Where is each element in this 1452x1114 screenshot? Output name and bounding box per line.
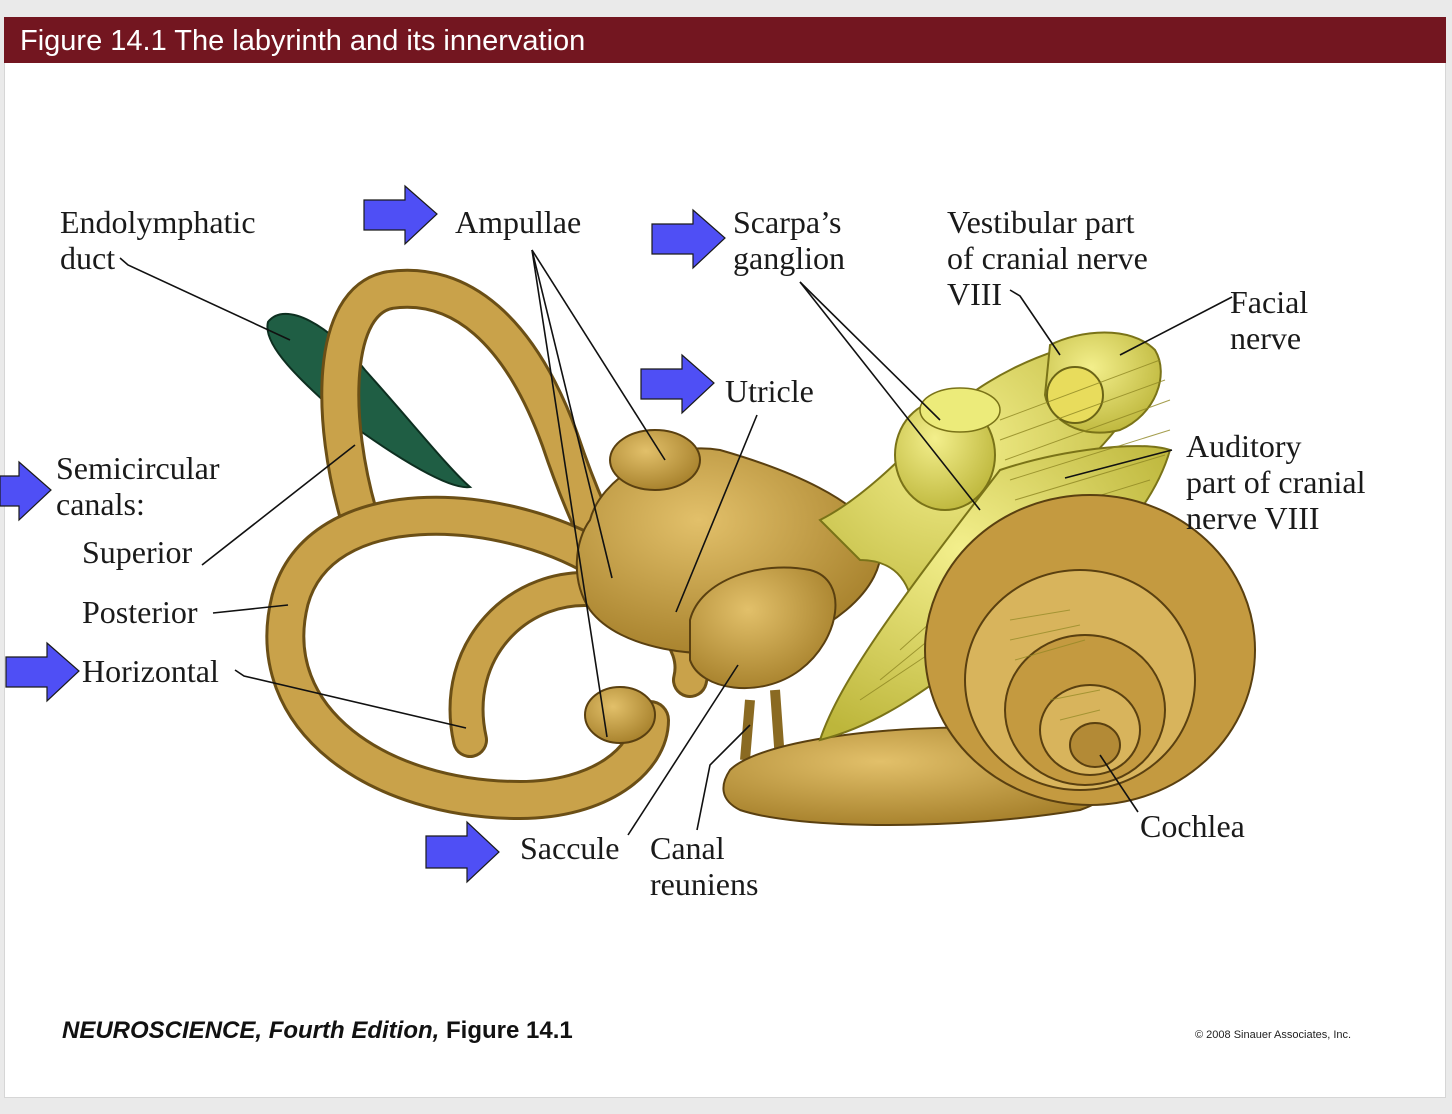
book-title: NEUROSCIENCE, Fourth Edition, xyxy=(62,1017,440,1044)
arrow-semicircular-icon xyxy=(0,460,52,522)
label-endolymphatic-duct: Endolymphatic duct xyxy=(60,204,256,276)
source-credit: NEUROSCIENCE, Fourth Edition, Figure 14.… xyxy=(62,1017,573,1045)
label-line: Semicircular xyxy=(56,450,220,486)
label-line: canals: xyxy=(56,486,145,522)
leader-scarpa-1 xyxy=(799,281,941,421)
leader-endolymphatic xyxy=(119,257,291,341)
label-line: nerve VIII xyxy=(1186,500,1320,536)
label-cochlea: Cochlea xyxy=(1140,808,1245,844)
label-line: ganglion xyxy=(733,240,845,276)
ampulla-horizontal xyxy=(584,686,656,744)
arrow-group xyxy=(0,184,726,884)
label-saccule: Saccule xyxy=(520,830,620,866)
label-ampullae: Ampullae xyxy=(455,204,582,240)
label-canal-reuniens: Canal reuniens xyxy=(650,830,758,902)
facial-nerve-cross-section xyxy=(1046,366,1104,424)
label-line: VIII xyxy=(947,276,1003,312)
leader-posterior xyxy=(212,604,289,614)
saccule-body xyxy=(689,566,837,690)
figure-title: Figure 14.1 The labyrinth and its innerv… xyxy=(20,25,586,57)
arrow-utricle-icon xyxy=(640,353,715,415)
label-facial-nerve: Facial nerve xyxy=(1230,284,1308,356)
ampulla-anterior xyxy=(609,429,701,491)
leader-canal-reuniens xyxy=(696,724,751,831)
label-line: part of cranial xyxy=(1186,464,1366,500)
leader-cochlea xyxy=(1099,754,1139,813)
leader-saccule xyxy=(627,664,739,836)
label-line: Endolymphatic xyxy=(60,204,256,240)
label-line: duct xyxy=(60,240,116,276)
label-horizontal: Horizontal xyxy=(82,653,219,689)
leader-ampullae-1 xyxy=(531,249,666,461)
figure-ref: Figure 14.1 xyxy=(439,1017,573,1044)
label-auditory-part: Auditory part of cranial nerve VIII xyxy=(1186,428,1365,536)
endolymphatic-sac xyxy=(266,312,473,489)
label-semicircular-canals: Semicircular canals: xyxy=(56,450,219,522)
label-utricle: Utricle xyxy=(725,373,814,409)
leader-vestibular xyxy=(1009,289,1061,356)
label-posterior: Posterior xyxy=(82,594,198,630)
ganglion-upper xyxy=(919,387,1001,433)
leader-facial xyxy=(1119,296,1233,356)
arrow-horizontal-icon xyxy=(5,641,80,703)
copyright: © 2008 Sinauer Associates, Inc. xyxy=(1195,1029,1352,1041)
label-line: Vestibular part xyxy=(947,204,1135,240)
arrow-scarpa-icon xyxy=(651,208,726,270)
label-line: Auditory xyxy=(1186,428,1302,464)
label-line: reuniens xyxy=(650,866,759,902)
leader-horizontal xyxy=(234,669,467,729)
leader-ampullae-3 xyxy=(531,249,608,738)
label-line: Scarpa’s xyxy=(733,204,842,240)
leader-superior xyxy=(201,444,356,566)
leader-utricle xyxy=(675,414,758,613)
arrow-ampullae-icon xyxy=(363,184,438,246)
label-superior: Superior xyxy=(82,534,193,570)
leader-scarpa-2 xyxy=(799,281,981,511)
label-line: Facial xyxy=(1230,284,1309,320)
label-line: Canal xyxy=(650,830,725,866)
leader-auditory xyxy=(1064,449,1173,479)
label-line: of cranial nerve xyxy=(947,240,1148,276)
label-scarpas-ganglion: Scarpa’s ganglion xyxy=(733,204,845,276)
title-bar: Figure 14.1 The labyrinth and its innerv… xyxy=(4,17,1446,63)
label-vestibular-part: Vestibular part of cranial nerve VIII xyxy=(947,204,1148,312)
cochlea-shape xyxy=(924,494,1256,806)
leader-ampullae-2 xyxy=(531,249,613,579)
label-line: nerve xyxy=(1230,320,1302,356)
arrow-saccule-icon xyxy=(425,820,500,884)
